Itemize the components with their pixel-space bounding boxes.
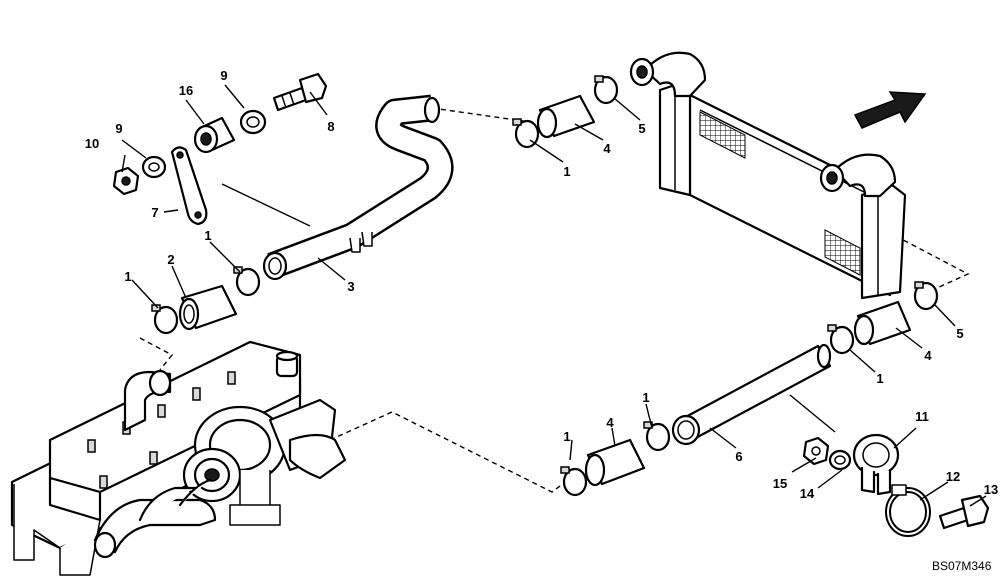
callout-4: 4: [603, 141, 611, 156]
bolt-13: [938, 494, 990, 530]
callout-1: 1: [876, 371, 883, 386]
callout-4: 4: [924, 348, 932, 363]
callout-11: 11: [915, 409, 929, 424]
bushing-16: [193, 116, 236, 154]
callout-13: 13: [984, 482, 998, 497]
charge-air-pipe-lower: [671, 343, 832, 446]
clamp-12: [885, 484, 931, 537]
bracket-7: [170, 146, 208, 226]
callout-8: 8: [327, 119, 334, 134]
callout-14: 14: [800, 486, 815, 501]
callout-5: 5: [956, 326, 963, 341]
callout-1: 1: [124, 269, 131, 284]
charge-air-pipe-upper: [262, 94, 454, 281]
callout-2: 2: [167, 252, 174, 267]
callout-1: 1: [204, 228, 211, 243]
callout-6: 6: [735, 449, 742, 464]
callout-7: 7: [151, 205, 158, 220]
callout-3: 3: [347, 279, 354, 294]
callout-10: 10: [85, 136, 99, 151]
diagram-code: BS07M346: [932, 559, 992, 573]
leader-lines: [121, 84, 987, 507]
callout-1: 1: [563, 429, 570, 444]
hose-4-right: [853, 300, 912, 346]
engine-block: [10, 340, 347, 576]
callout-9: 9: [220, 68, 227, 83]
callout-5: 5: [638, 121, 645, 136]
callout-9: 9: [115, 121, 122, 136]
washer-9: [141, 109, 267, 179]
callout-15: 15: [773, 476, 787, 491]
nut-10: [112, 166, 140, 196]
hose-2: [178, 284, 238, 331]
hose-4-upper: [536, 94, 596, 139]
callout-1: 1: [563, 164, 570, 179]
nut-15: [802, 436, 830, 466]
callout-16: 16: [179, 83, 193, 98]
callout-labels: 1 1 1 1 1 1 2 3 4 4 4 5 5 6 7 8 9 9 10 1…: [85, 68, 998, 501]
bracket-11: [852, 433, 900, 496]
intercooler: [629, 51, 907, 300]
hose-clamp: [151, 75, 939, 497]
forward-direction-arrow: [853, 91, 927, 129]
callout-12: 12: [946, 469, 960, 484]
hose-4-lower: [584, 438, 646, 487]
washer-14: [828, 449, 852, 471]
callout-1: 1: [642, 390, 649, 405]
callout-4: 4: [606, 415, 614, 430]
bolt-8: [272, 72, 328, 112]
